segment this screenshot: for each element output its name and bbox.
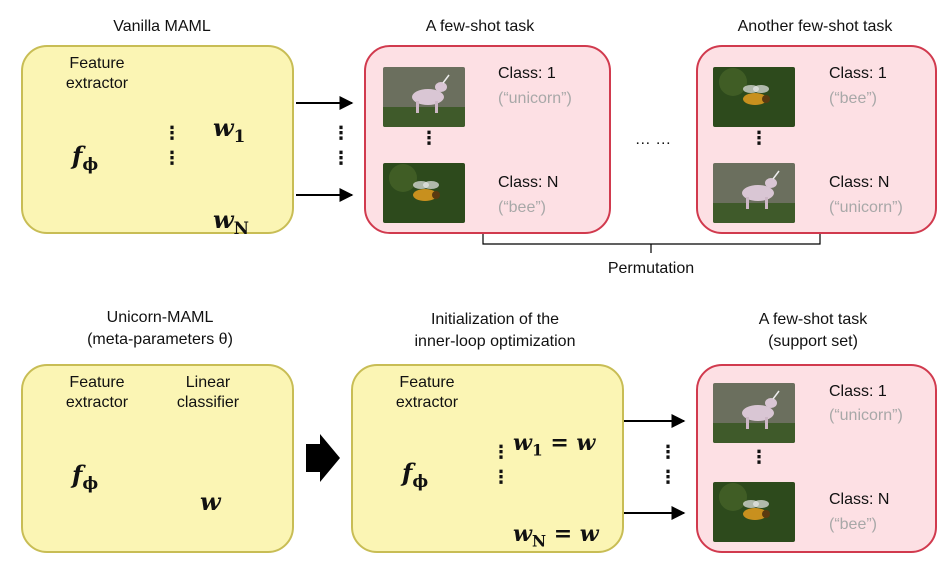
feature-extractor-label: Feature extractor (65, 374, 129, 411)
feature-extractor-label: Feature extractor (65, 55, 129, 92)
permutation-bracket (482, 233, 821, 253)
feature-extractor-label: Feature extractor (395, 374, 459, 411)
horizontal-ellipsis: … … (634, 131, 672, 148)
task1-class-1-name: (“unicorn”) (498, 90, 572, 107)
support-class-N-label: Class: N (829, 491, 890, 508)
w1-equals-w: w1 = w (513, 430, 596, 460)
init-box (351, 364, 624, 553)
vertical-ellipsis: ⋮ (492, 442, 510, 462)
vertical-ellipsis: ⋮ (659, 467, 677, 487)
vertical-ellipsis: ⋮ (332, 148, 350, 168)
w1-symbol: w1 (213, 113, 246, 146)
unicorn-maml-box (21, 364, 294, 553)
task2-class-N-name: (“unicorn”) (829, 199, 903, 216)
unicorn-image (713, 383, 795, 443)
permutation-label: Permutation (607, 260, 695, 277)
support-class-1-name: (“unicorn”) (829, 407, 903, 424)
support-class-1-label: Class: 1 (829, 383, 887, 400)
wN-equals-w: wN = w (513, 521, 599, 551)
support-title-line2: (support set) (768, 333, 858, 350)
support-title-line1: A few-shot task (758, 311, 868, 328)
meta-parameters-label: (meta-parameters θ) (87, 331, 233, 348)
task2-class-1-name: (“bee”) (829, 90, 878, 107)
unicorn-image (383, 67, 465, 127)
task2-title: Another few-shot task (737, 18, 893, 35)
unicorn-image (713, 163, 795, 223)
vanilla-maml-title: Vanilla MAML (113, 18, 211, 35)
init-title-line2: inner-loop optimization (414, 333, 576, 350)
vertical-ellipsis: ⋮ (420, 128, 438, 148)
f-phi-symbol: fϕ (402, 458, 429, 491)
vanilla-maml-box (21, 45, 294, 234)
bee-image (383, 163, 465, 223)
task1-class-N-label: Class: N (498, 174, 559, 191)
vertical-ellipsis: ⋮ (659, 442, 677, 462)
task1-class-N-name: (“bee”) (498, 199, 547, 216)
task1-title: A few-shot task (425, 18, 535, 35)
unicorn-maml-title: Unicorn-MAML (106, 309, 214, 326)
linear-classifier-label: Linear classifier (176, 374, 240, 411)
init-title-line1: Initialization of the (430, 311, 560, 328)
vertical-ellipsis: ⋮ (163, 148, 181, 168)
bee-image (713, 482, 795, 542)
vertical-ellipsis: ⋮ (750, 447, 768, 467)
block-arrow (306, 434, 340, 482)
f-phi-symbol: fϕ (72, 460, 99, 493)
vertical-ellipsis: ⋮ (492, 467, 510, 487)
task2-class-1-label: Class: 1 (829, 65, 887, 82)
wN-symbol: wN (213, 205, 250, 238)
vertical-ellipsis: ⋮ (163, 123, 181, 143)
f-phi-symbol: fϕ (72, 141, 99, 174)
support-class-N-name: (“bee”) (829, 516, 878, 533)
bee-image (713, 67, 795, 127)
w-symbol: w (200, 487, 221, 516)
task2-class-N-label: Class: N (829, 174, 890, 191)
task1-class-1-label: Class: 1 (498, 65, 556, 82)
vertical-ellipsis: ⋮ (750, 128, 768, 148)
vertical-ellipsis: ⋮ (332, 123, 350, 143)
